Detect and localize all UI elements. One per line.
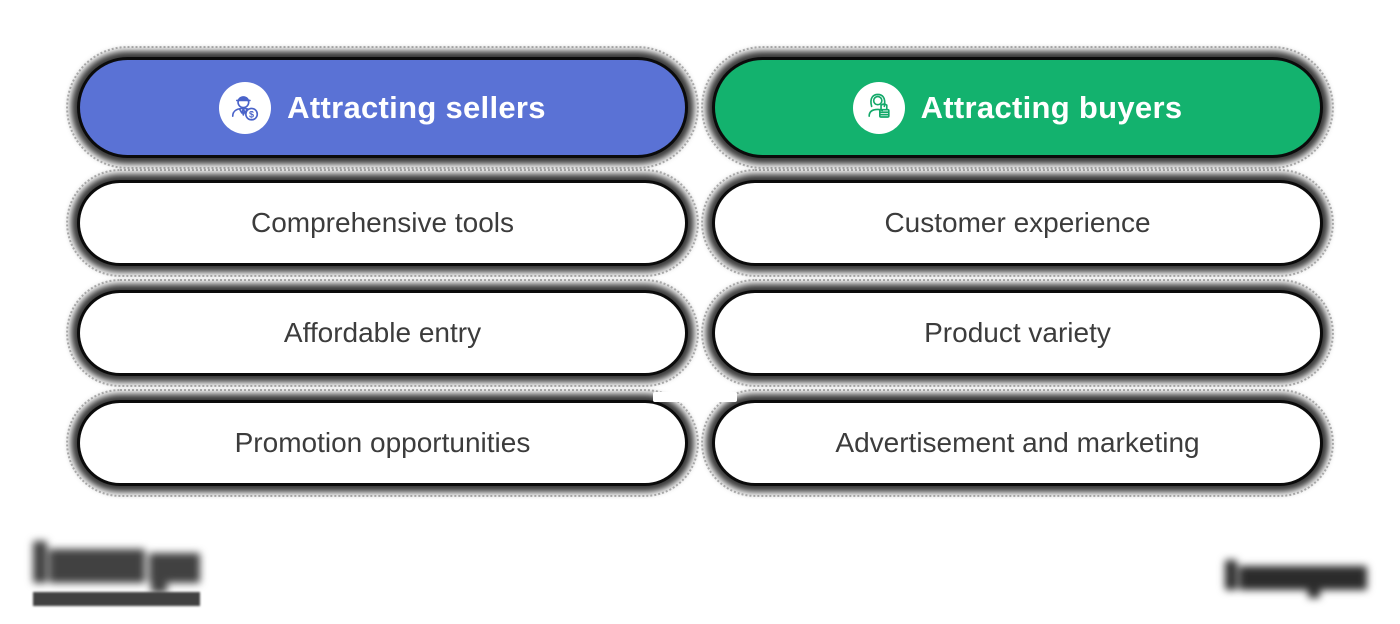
buyer-item-label: Product variety — [924, 317, 1111, 348]
buyer-item-pill: Product variety — [701, 279, 1334, 387]
svg-text:$: $ — [249, 109, 254, 119]
right-blurred-logo — [1225, 558, 1367, 600]
shopper-bags-icon — [852, 81, 905, 134]
seller-item-pill: Promotion opportunities — [66, 389, 699, 497]
seller-item-pill: Affordable entry — [66, 279, 699, 387]
seller-item-label: Affordable entry — [283, 317, 482, 348]
right-blurred-logo-letters — [1225, 558, 1367, 600]
left-blurred-logo — [33, 541, 200, 607]
sellers-header-pill: $ Attracting sellers — [66, 46, 699, 169]
salesman-dollar-icon: $ — [219, 81, 272, 134]
left-blurred-logo-underline — [33, 592, 200, 606]
seller-item-label: Comprehensive tools — [250, 207, 515, 238]
connector-dash — [653, 392, 737, 402]
buyer-item-label: Customer experience — [884, 207, 1151, 238]
buyer-item-label: Advertisement and marketing — [835, 427, 1200, 458]
buyers-header-label: Attracting buyers — [920, 89, 1183, 125]
seller-item-label: Promotion opportunities — [234, 427, 531, 458]
buyer-item-pill: Customer experience — [701, 169, 1334, 277]
buyer-item-pill: Advertisement and marketing — [701, 389, 1334, 497]
seller-item-pill: Comprehensive tools — [66, 169, 699, 277]
left-blurred-logo-letters — [33, 541, 200, 593]
buyers-header-pill: Attracting buyers — [701, 46, 1334, 169]
sellers-header-label: Attracting sellers — [287, 89, 546, 125]
